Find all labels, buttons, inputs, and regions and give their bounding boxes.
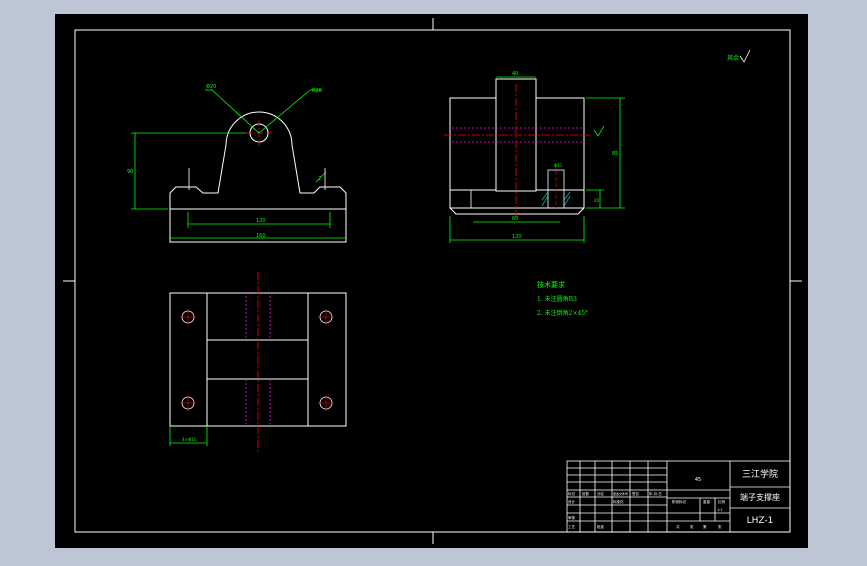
tb-sheet-2: 第 <box>703 524 707 529</box>
tb-scale: 1:1 <box>717 508 723 512</box>
front-chamfer-label: 2 <box>318 176 321 182</box>
tb-stage-1: 重量 <box>703 499 711 504</box>
tb-cell-1: 处数 <box>582 491 590 496</box>
drawing-number: LHZ-1 <box>747 516 774 526</box>
front-hole-label: Φ20 <box>206 84 216 90</box>
tb-row-value-1: 标准化 <box>613 499 624 504</box>
tb-row-3: 批准 <box>597 524 605 529</box>
tb-stage-2: 比例 <box>718 499 726 504</box>
front-inner-width-label: 120 <box>256 218 266 224</box>
material-label: 45 <box>695 477 701 483</box>
tech-req-item-1: 1. 未注圆角R3 <box>537 295 577 303</box>
plan-hole-top-left <box>180 309 196 325</box>
school-name: 三江学院 <box>742 468 778 480</box>
side-base-height-label: 20 <box>594 198 600 203</box>
tb-cell-4: 签名 <box>632 491 639 496</box>
tb-row-0: 设计 <box>568 499 576 504</box>
side-slot-label: Φ11 <box>554 163 563 168</box>
plan-view: 4×Φ11 <box>169 272 347 452</box>
tb-row-1: 审核 <box>568 515 576 520</box>
tech-req-title: 技术要求 <box>537 280 565 289</box>
plan-hole-top-right <box>318 309 334 325</box>
title-block-text: 45 三江学院 端子支撑座 LHZ-1 标记 处数 分区 更改文件号 签名 年.… <box>568 468 780 529</box>
tb-sheet-1: 张 <box>690 524 694 529</box>
side-height-label: 85 <box>612 151 618 157</box>
roughness-symbol: 其余 <box>727 49 751 63</box>
tech-requirements: 技术要求 1. 未注圆角R3 2. 未注倒角2×45° <box>537 280 588 317</box>
side-inner-width-label: 60 <box>512 216 518 222</box>
tb-sheet-0: 共 <box>676 524 680 529</box>
tb-sheet-3: 张 <box>718 524 722 529</box>
tb-cell-2: 分区 <box>597 491 605 496</box>
title-block <box>566 460 791 533</box>
front-outer-width-label: 160 <box>256 233 266 239</box>
tb-row-2: 工艺 <box>568 524 576 529</box>
side-bottom-width-label: 120 <box>512 234 522 240</box>
tb-stage-0: 阶段标记 <box>672 499 686 504</box>
tech-req-item-2: 2. 未注倒角2×45° <box>537 309 588 317</box>
side-view: Φ11 40 85 20 60 120 <box>444 71 625 243</box>
tb-cell-3: 更改文件号 <box>613 491 628 496</box>
side-top-width-label: 40 <box>512 71 518 77</box>
plan-hole-label: 4×Φ11 <box>182 437 197 442</box>
plan-hole-bottom-left <box>180 395 196 411</box>
front-view: Φ20 R20 90 2 120 160 <box>127 84 347 243</box>
front-radius-label: R20 <box>312 88 322 94</box>
tb-cell-5: 年.月.日 <box>649 491 662 496</box>
front-height-label: 90 <box>127 169 133 175</box>
roughness-label: 其余 <box>727 54 739 62</box>
part-name: 端子支撑座 <box>740 492 780 502</box>
tb-cell-0: 标记 <box>568 491 576 496</box>
drawing-background <box>55 14 808 548</box>
plan-hole-bottom-right <box>318 395 334 411</box>
